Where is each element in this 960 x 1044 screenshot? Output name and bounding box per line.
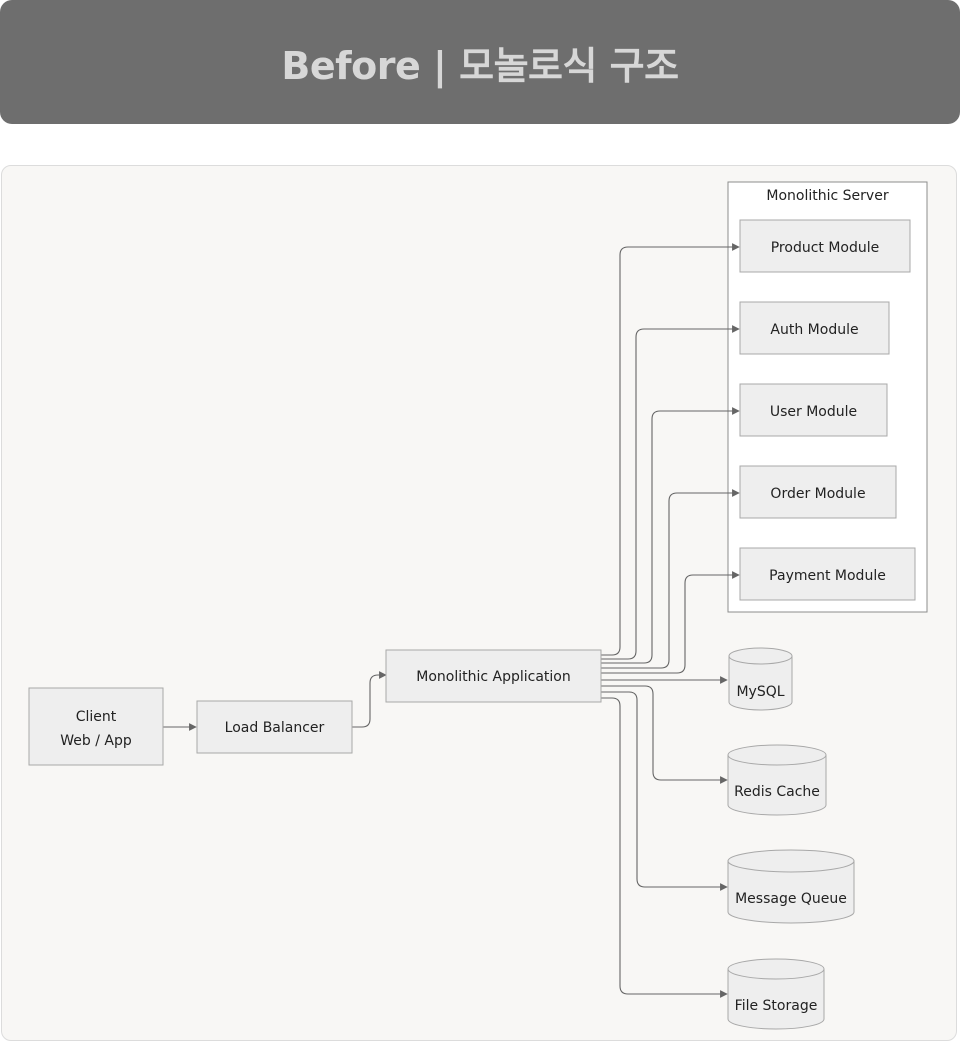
- edge-app-mq: [601, 691, 728, 891]
- client-node: Client Web / App: [28, 687, 164, 766]
- module-product: Product Module: [739, 219, 911, 273]
- edges: [163, 243, 740, 998]
- module-payment-label: Payment Module: [769, 568, 886, 584]
- page-title: Before | 모놀로식 구조: [281, 43, 679, 88]
- datastore-mysql-label: MySQL: [736, 684, 784, 700]
- module-auth-label: Auth Module: [770, 322, 858, 338]
- client-label-line1: Client: [76, 709, 117, 725]
- module-user: User Module: [739, 383, 888, 437]
- monolithic-application-label: Monolithic Application: [416, 669, 571, 685]
- edge-app-user: [601, 407, 740, 664]
- edge-lb-app: [352, 671, 387, 728]
- monolithic-application-node: Monolithic Application: [385, 649, 602, 703]
- datastore-file-storage-label: File Storage: [735, 998, 818, 1014]
- module-order-label: Order Module: [770, 486, 865, 502]
- module-order: Order Module: [739, 465, 897, 519]
- module-payment: Payment Module: [739, 547, 916, 601]
- edge-app-storage: [601, 697, 728, 998]
- edge-app-redis: [601, 685, 728, 784]
- edge-app-order: [601, 489, 740, 669]
- datastore-message-queue-label: Message Queue: [735, 891, 847, 907]
- edge-app-product: [601, 243, 740, 656]
- monolithic-server-label: Monolithic Server: [766, 188, 888, 204]
- datastore-file-storage: File Storage: [727, 958, 825, 1030]
- client-label-line2: Web / App: [60, 733, 132, 749]
- module-user-label: User Module: [770, 404, 857, 420]
- datastore-mysql: MySQL: [728, 647, 793, 711]
- datastore-redis: Redis Cache: [727, 744, 827, 816]
- datastore-redis-label: Redis Cache: [734, 784, 820, 800]
- module-auth: Auth Module: [739, 301, 890, 355]
- load-balancer-label: Load Balancer: [225, 720, 325, 736]
- module-product-label: Product Module: [771, 240, 880, 256]
- edge-app-auth: [601, 325, 740, 660]
- load-balancer-node: Load Balancer: [196, 700, 353, 754]
- edge-app-payment: [601, 571, 740, 674]
- title-banner: Before | 모놀로식 구조: [0, 0, 960, 124]
- datastore-message-queue: Message Queue: [727, 849, 855, 924]
